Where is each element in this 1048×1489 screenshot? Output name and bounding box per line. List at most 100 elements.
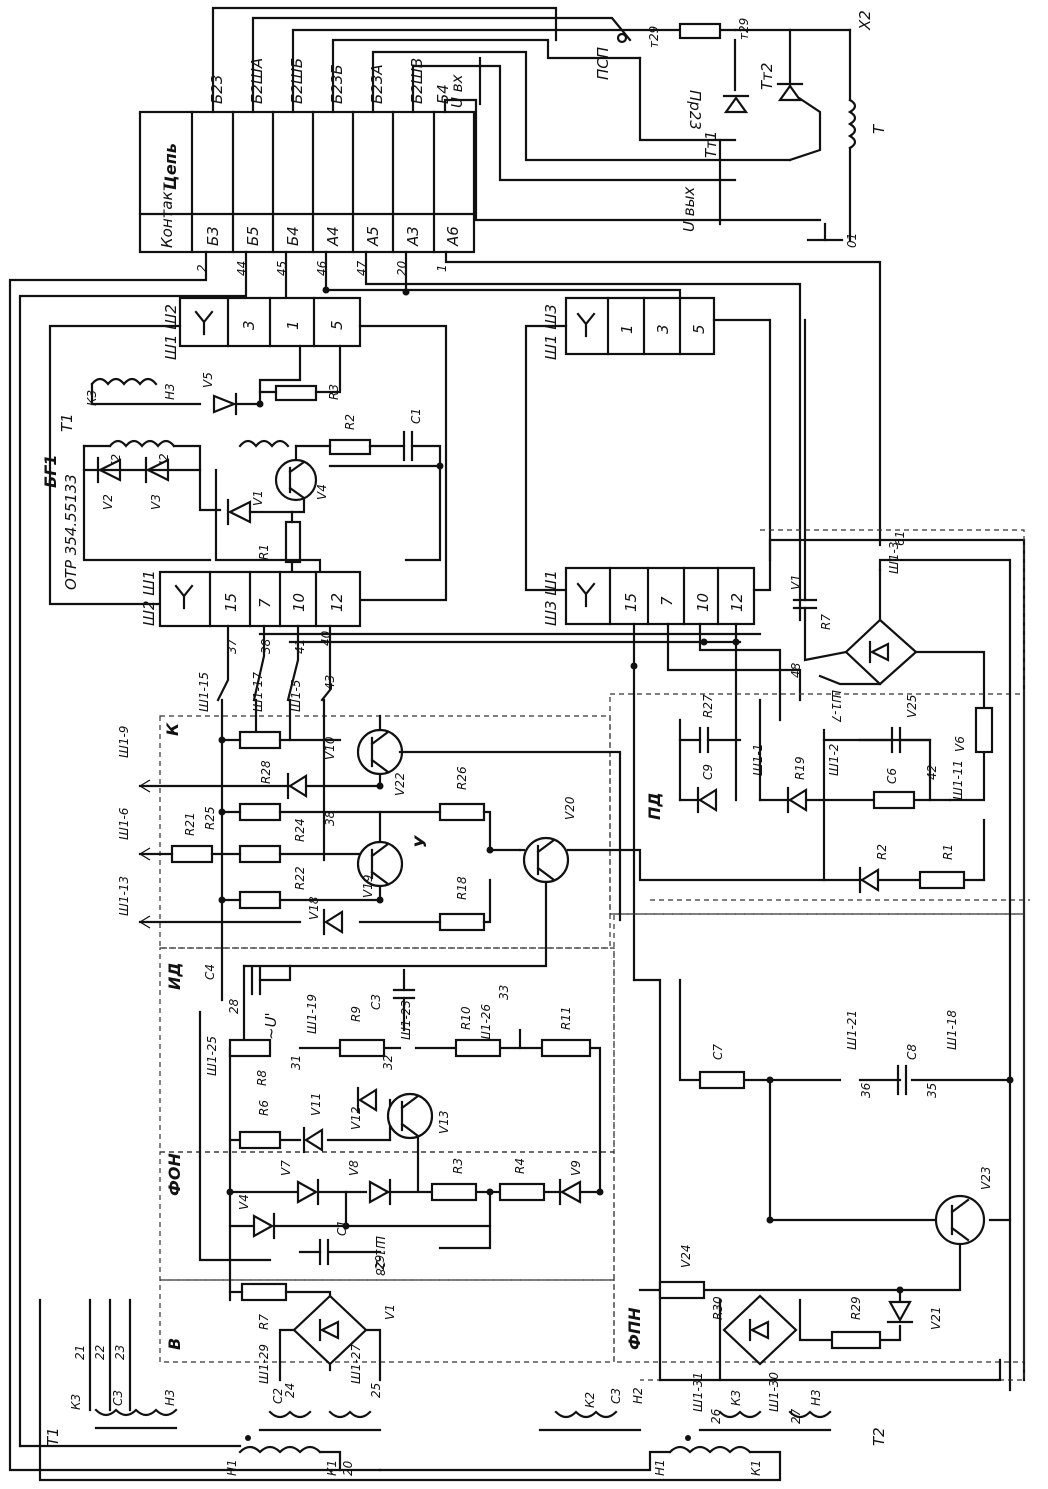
- transistor-v19: [356, 840, 404, 888]
- label-v6: V23: [979, 1167, 993, 1190]
- resistor-r8-pot: [228, 1038, 272, 1058]
- resistor-r19: [698, 1070, 746, 1090]
- connector-title: Ш2 Ш1: [140, 570, 158, 626]
- plug-sh1-21: Ш1-21: [845, 1010, 859, 1050]
- diode-v12: [356, 1086, 378, 1114]
- node-21: 21: [73, 1345, 87, 1360]
- label-v11: V11: [309, 1093, 323, 1116]
- resistor-r3b: [430, 1182, 478, 1202]
- label-v12: V12: [349, 1107, 363, 1130]
- plug-sh1-15: Ш1-15: [197, 672, 211, 712]
- label-v5: V5: [201, 372, 215, 388]
- section-label-k: К: [163, 722, 182, 736]
- label-v2b: R30: [711, 1296, 725, 1320]
- label-r1b: R29: [849, 1296, 863, 1320]
- label-h1a: Н1: [225, 1459, 239, 1476]
- plug-sh1-27: Ш1-27: [349, 1344, 363, 1384]
- node-23: 23: [113, 1345, 127, 1360]
- label-v19: V19: [361, 875, 375, 898]
- node-29: 29: [373, 1255, 387, 1270]
- relay-contact: А5: [364, 226, 382, 247]
- label-c8: V25: [905, 695, 919, 718]
- label-v4b: V4: [237, 1194, 251, 1210]
- connector-pin: 7: [256, 598, 274, 608]
- label-v13: V13: [437, 1111, 451, 1134]
- plug-sh1-9: Ш1-9: [117, 726, 131, 758]
- label-k3b: К3: [729, 1390, 743, 1406]
- connector-pin: 15: [222, 593, 240, 612]
- connector-pin: 3: [240, 320, 258, 330]
- resistor-r2b: [658, 1280, 706, 1300]
- thyristor-tt2: [776, 82, 804, 102]
- diode-v8: [368, 1178, 392, 1206]
- section-fpn: [613, 913, 1025, 1363]
- transistor-v20: [522, 836, 570, 884]
- connector-pin: 12: [328, 593, 346, 612]
- resistor-r22: [238, 890, 282, 910]
- ac-marker: ~U': [262, 1012, 280, 1040]
- connector-sh3-sh1: [564, 566, 756, 626]
- node-33: 33: [497, 985, 511, 1000]
- resistor-r11: [540, 1038, 592, 1058]
- label-r29: C6: [885, 768, 899, 784]
- section-label-u: У: [411, 835, 430, 848]
- node-31: 31: [289, 1055, 303, 1070]
- capacitor-c6: [896, 1064, 908, 1096]
- resistor-r1b: [830, 1330, 882, 1350]
- connector-pin: 7: [658, 596, 676, 606]
- label-h3: Н3: [163, 383, 177, 400]
- relay-contact: А4: [324, 226, 342, 247]
- thyristor-tt1: [722, 94, 750, 114]
- diode-v23: [696, 786, 718, 814]
- resistor-r1: [284, 520, 302, 564]
- plug-sh1-31: Ш1-31: [691, 1372, 705, 1412]
- label-r18: R18: [455, 876, 469, 900]
- transistor-v4: [274, 458, 318, 502]
- label-t29: т29: [647, 26, 661, 48]
- plug-sh1-30: Ш1-30: [767, 1372, 781, 1412]
- label-v1: V1: [251, 490, 265, 506]
- diode-v3b: [886, 1300, 914, 1324]
- label-v21: R2: [875, 844, 889, 860]
- resistor-r27: [918, 870, 966, 890]
- capacitor-c7: [698, 726, 710, 754]
- label-v2: V2: [101, 494, 115, 510]
- label-fuse: Пр23: [686, 90, 704, 130]
- label-r21: R21: [183, 812, 197, 836]
- relay-block-label: Б23А: [368, 64, 386, 104]
- label-r9: R9: [349, 1006, 363, 1022]
- plug-sh1-26: Ш1-26: [479, 1004, 493, 1044]
- label-x2: Х2: [856, 10, 874, 31]
- resistor-r4: [498, 1182, 546, 1202]
- label-k1b: К1: [749, 1460, 763, 1476]
- connector-pin: 15: [622, 593, 640, 612]
- label-tr2: Тт2: [758, 63, 776, 90]
- label-c7: R27: [701, 694, 715, 718]
- relay-row-title: Цепь: [161, 143, 180, 190]
- resistor-r21: [170, 844, 214, 864]
- relay-block-label: Б2ШБ: [288, 58, 306, 104]
- label-t2: Т2: [870, 1427, 888, 1446]
- node-43: 43: [323, 675, 337, 690]
- connector-sh2-sh1: [158, 570, 362, 628]
- plug-sh1-7: Ш1-7: [829, 690, 843, 723]
- label-r25: R25: [203, 806, 217, 830]
- label-v22: V22: [393, 773, 407, 796]
- capacitor-c4: [250, 966, 262, 996]
- t1-k3: К3: [69, 1394, 83, 1410]
- plug-sh1-1: Ш1-1: [751, 744, 765, 776]
- label-k3: К3: [85, 390, 99, 406]
- node-20: 20: [341, 1460, 355, 1476]
- label-r28: R28: [259, 760, 273, 784]
- plug-sh1-25: Ш1-25: [205, 1036, 219, 1076]
- label-h3b: Н3: [809, 1389, 823, 1406]
- connector-sh1-sh2: [178, 296, 362, 348]
- label-v23: C9: [701, 764, 715, 780]
- label-r4: R4: [513, 1158, 527, 1174]
- diode-v1: [226, 498, 252, 526]
- plug-sh1-3: Ш1-3: [887, 542, 901, 574]
- resistor-r6: [238, 1130, 282, 1150]
- node-26: 26: [709, 1408, 723, 1424]
- connector-pin: 1: [618, 324, 636, 334]
- label-c3: C3: [369, 994, 383, 1010]
